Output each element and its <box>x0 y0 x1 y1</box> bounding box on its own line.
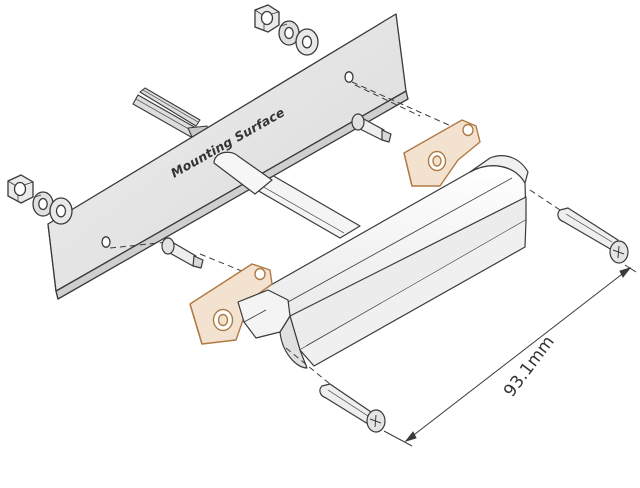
stud-lower <box>161 237 204 269</box>
bracket-rear <box>403 119 481 187</box>
screw-left <box>319 383 386 433</box>
flat-washer-upper <box>295 28 319 56</box>
hex-nut-lower <box>7 174 34 204</box>
handle-grip <box>204 148 529 369</box>
bracket-front <box>189 263 273 345</box>
handle-tube-front <box>213 151 273 195</box>
dimension-arrow-left <box>404 431 417 442</box>
dimension-label: 93.1mm <box>500 332 559 401</box>
screw-right <box>557 207 629 264</box>
handle-end-front <box>237 289 291 339</box>
mounting-hole-upper <box>344 71 354 83</box>
mounting-hole-lower <box>101 236 111 248</box>
dimension-arrow-right <box>619 267 632 278</box>
hex-nut-upper <box>254 4 280 33</box>
flat-washer-lower <box>49 197 73 225</box>
hardware-lower <box>7 174 73 225</box>
hardware-upper <box>254 4 319 56</box>
stud-upper <box>351 113 392 143</box>
dimension-line <box>383 264 637 447</box>
